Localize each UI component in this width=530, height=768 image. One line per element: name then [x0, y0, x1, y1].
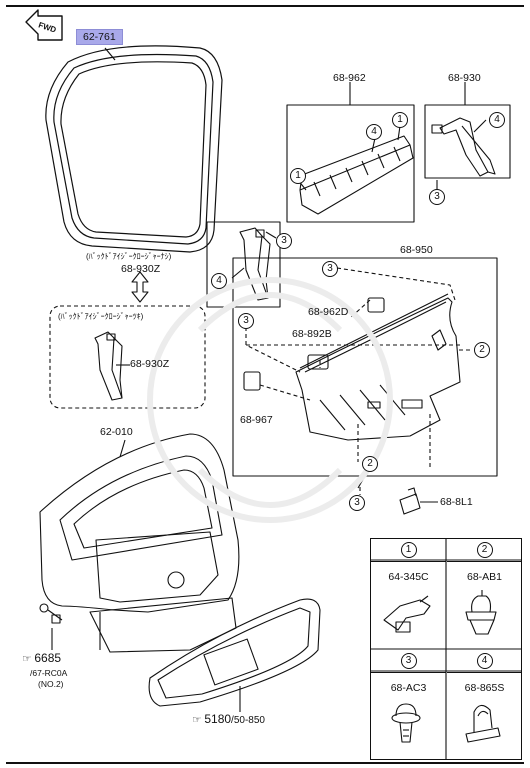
callout-4-b: 4: [489, 112, 505, 128]
liftgate-drawing: [39, 433, 240, 653]
part-label-68-930[interactable]: 68-930: [448, 72, 481, 84]
part-label-68-892b[interactable]: 68-892B: [292, 328, 332, 340]
callout-3-d: 3: [238, 313, 254, 329]
trim-side-box: [424, 104, 511, 179]
part-label-68-930z-lower[interactable]: 68-930Z: [130, 358, 170, 370]
ref-6685[interactable]: ☞ 6685: [22, 652, 61, 665]
legend-cell-4[interactable]: 4 68-865S: [447, 650, 522, 760]
ref-arrow-icon-2: ☞: [192, 714, 202, 726]
callout-2-b: 2: [362, 456, 378, 472]
fastener-legend: 1 64-345C 2 68-AB1 3 68-AC3 4 68-865S: [370, 538, 522, 760]
legend-num-4: 4: [476, 653, 493, 669]
watermark-emblem: [147, 277, 393, 523]
double-arrow-icon: [131, 271, 149, 303]
callout-3-b: 3: [276, 233, 292, 249]
legend-part-4: 68-865S: [464, 682, 505, 694]
part-label-62-761[interactable]: 62-761: [76, 29, 123, 45]
legend-num-3: 3: [400, 653, 417, 669]
callout-3-e: 3: [349, 495, 365, 511]
legend-cell-1[interactable]: 1 64-345C: [371, 539, 446, 649]
legend-cell-3[interactable]: 3 68-AC3: [371, 650, 446, 760]
callout-3-c: 3: [322, 261, 338, 277]
trim-main-box: [232, 257, 498, 477]
garnish-drawing: [99, 598, 321, 712]
ref-5180-text: 5180: [204, 712, 232, 726]
note-with-closer: (ﾊﾞｯｸﾄﾞｱｲｼﾞｰｸﾛｰｼﾞｬｰﾂｷ): [58, 312, 144, 321]
fwd-arrow-icon: [25, 9, 63, 41]
part-label-68-962[interactable]: 68-962: [333, 72, 366, 84]
ref-50-850-text: /50-850: [231, 715, 265, 726]
trim-side-drawing: [431, 117, 496, 177]
part-label-62-010[interactable]: 62-010: [100, 426, 133, 438]
cover-part: [307, 354, 329, 370]
trim-side-z-alt-drawing: [94, 331, 123, 401]
part-label-68-930z-upper[interactable]: 68-930Z: [121, 263, 161, 275]
with-closer-box: [49, 305, 206, 409]
clip-68-865s-icon: [465, 704, 501, 743]
weatherstrip-drawing: [45, 45, 223, 253]
clip-68-ab1-icon: [465, 590, 497, 635]
clip-68-ac3-icon: [391, 703, 421, 743]
part-label-68-962d[interactable]: 68-962D: [308, 306, 349, 318]
ref-6685-text: 6685: [34, 651, 62, 665]
callout-2-a: 2: [474, 342, 490, 358]
legend-num-1: 1: [400, 542, 417, 558]
ref-no2: (NO.2): [38, 679, 64, 689]
bolt-drawing: [39, 603, 63, 650]
callout-1-a: 1: [392, 112, 408, 128]
grip-part: [367, 297, 385, 313]
trim-upper-drawing: [297, 125, 414, 215]
callout-3-a: 3: [429, 189, 445, 205]
legend-num-2: 2: [476, 542, 493, 558]
ref-67-rc0a[interactable]: /67-RC0A: [30, 668, 68, 678]
callout-4-c: 4: [211, 273, 227, 289]
part-label-68-8l1[interactable]: 68-8L1: [440, 496, 473, 508]
trim-side-z-drawing: [231, 227, 271, 301]
callout-1-b: 1: [290, 168, 306, 184]
callout-4-a: 4: [366, 124, 382, 140]
ref-5180[interactable]: ☞ 5180/50-850: [192, 713, 265, 727]
legend-cell-2[interactable]: 2 68-AB1: [447, 539, 522, 649]
legend-part-3: 68-AC3: [390, 682, 427, 694]
clip-8l1-drawing: [399, 487, 438, 515]
plug-part: [243, 371, 261, 391]
legend-part-1: 64-345C: [388, 571, 429, 583]
note-without-closer: (ﾊﾞｯｸﾄﾞｱｲｼﾞｰｸﾛｰｼﾞｬｰﾅｼ): [86, 252, 172, 261]
trim-side-z-box: [206, 221, 281, 308]
part-label-68-950[interactable]: 68-950: [400, 244, 433, 256]
legend-part-2: 68-AB1: [466, 571, 503, 583]
part-label-68-967[interactable]: 68-967: [240, 414, 273, 426]
ref-arrow-icon: ☞: [22, 653, 32, 665]
clip-64-345c-icon: [383, 595, 431, 633]
